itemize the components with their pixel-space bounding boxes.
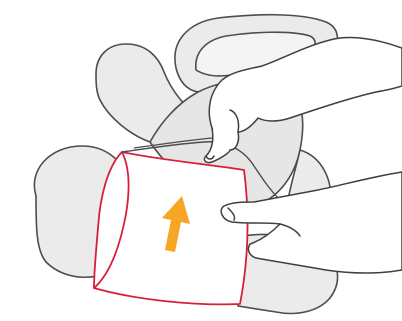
instruction-illustration — [0, 0, 402, 321]
